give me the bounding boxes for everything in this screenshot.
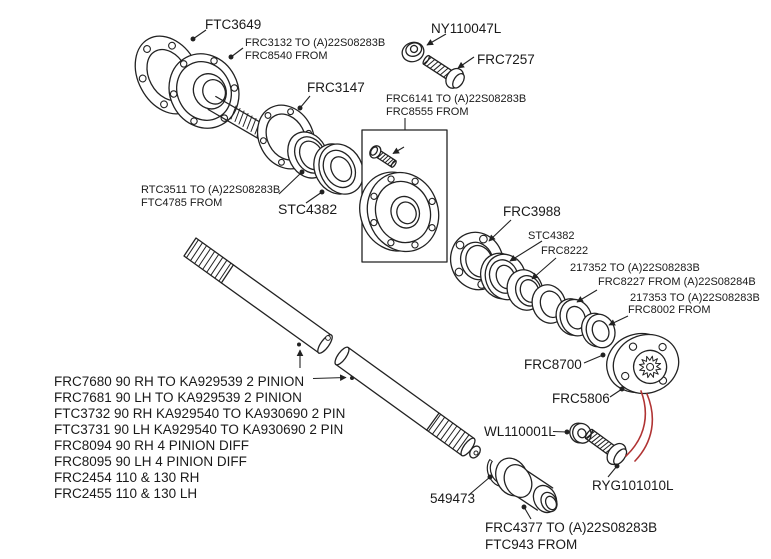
label-frc8700: FRC8700 <box>524 357 582 372</box>
stud-arrow <box>392 146 405 154</box>
label-ftc943-from: FTC943 FROM <box>485 537 577 552</box>
leader-217352 <box>576 289 598 303</box>
leader-wl110001l <box>552 429 570 435</box>
spacer-frc8700 <box>580 312 616 349</box>
label-ftc4785-from: FTC4785 FROM <box>141 197 222 209</box>
label-frc3988: FRC3988 <box>503 204 561 219</box>
label-217353-to: 217353 TO (A)22S08283B <box>630 292 760 304</box>
label-549473: 549473 <box>430 491 475 506</box>
leader-frc8222 <box>531 257 557 280</box>
label-frc8227-from: FRC8227 FROM (A)22S08284B <box>598 276 756 288</box>
axle-shaft-lower <box>334 346 481 459</box>
leader-rtc3511 <box>278 169 305 195</box>
label-stc4382-right: STC4382 <box>528 230 574 242</box>
label-frc3147: FRC3147 <box>307 80 365 95</box>
leader-frc8700 <box>583 352 606 364</box>
label-frc7257: FRC7257 <box>477 52 535 67</box>
label-ftc3649: FTC3649 <box>205 17 261 32</box>
bearing-stc4382-left <box>313 143 364 195</box>
leader-stc4382-right <box>509 240 543 262</box>
bolt-frc7257 <box>422 54 465 89</box>
lower-shaft-arrow <box>312 374 347 381</box>
label-frc4377-to: FRC4377 TO (A)22S08283B <box>485 520 657 535</box>
variant-line: FRC2454 110 & 130 RH <box>54 470 199 485</box>
label-frc3132-to: FRC3132 TO (A)22S08283B <box>245 37 385 49</box>
label-frc8540-from: FRC8540 FROM <box>245 50 328 62</box>
red-pointer-curve-1 <box>625 390 647 457</box>
leader-frc5806 <box>609 386 625 398</box>
label-wl110001l: WL110001L <box>484 424 556 439</box>
label-ny110047l: NY110047L <box>431 21 502 36</box>
label-rtc3511-to: RTC3511 TO (A)22S08283B <box>141 184 280 196</box>
label-frc8222: FRC8222 <box>541 245 588 257</box>
red-pointer-curve-2 <box>634 393 654 462</box>
variant-line: FTC3732 90 RH KA929540 TO KA930690 2 PIN <box>54 406 345 421</box>
variant-line: FRC8095 90 LH 4 PINION DIFF <box>54 454 247 469</box>
leader-ftc3649 <box>190 29 207 42</box>
variant-line: FRC8094 90 RH 4 PINION DIFF <box>54 438 249 453</box>
leader-ny110047l <box>426 33 447 46</box>
leader-frc3132 <box>228 47 244 60</box>
variant-line: FRC7681 90 LH TO KA929539 2 PINION <box>54 390 302 405</box>
variant-line: FTC3731 90 LH KA929540 TO KA930690 2 PIN <box>54 422 343 437</box>
hub-flange <box>359 171 440 253</box>
leader-549473 <box>469 474 493 495</box>
leader-217353 <box>608 315 629 326</box>
bush-frc4377 <box>495 457 558 514</box>
leader-frc7257 <box>457 56 475 69</box>
variant-line: FRC2455 110 & 130 LH <box>54 486 197 501</box>
label-stc4382-left: STC4382 <box>278 201 337 217</box>
leader-ryg101010l <box>607 463 620 478</box>
label-frc6141-to: FRC6141 TO (A)22S08283B <box>386 93 526 105</box>
label-217352-to: 217352 TO (A)22S08283B <box>570 262 700 274</box>
axle-shaft-upper <box>183 237 333 354</box>
stub-axle-frc3132 <box>168 53 268 140</box>
nut-ny110047l <box>401 41 425 63</box>
label-frc8002-from: FRC8002 FROM <box>628 304 711 316</box>
axle-shaft-variant-list: FRC7680 90 RH TO KA929539 2 PINION FRC76… <box>54 374 345 501</box>
leader-frc4377 <box>521 504 532 520</box>
inset-box-frc6141 <box>359 129 448 263</box>
label-ryg101010l: RYG101010L <box>592 478 674 493</box>
wheel-stud <box>369 145 397 168</box>
leader-frc3988 <box>488 219 512 242</box>
variant-line: FRC7680 90 RH TO KA929539 2 PINION <box>54 374 304 389</box>
drive-flange-frc5806 <box>606 332 680 395</box>
leader-stc4382-left <box>305 189 325 204</box>
label-frc5806: FRC5806 <box>552 391 610 406</box>
leader-frc3147 <box>297 95 311 111</box>
washer-wl110001l <box>569 422 592 444</box>
label-frc8555-from: FRC8555 FROM <box>386 106 469 118</box>
bolt-ryg101010l <box>584 428 628 466</box>
